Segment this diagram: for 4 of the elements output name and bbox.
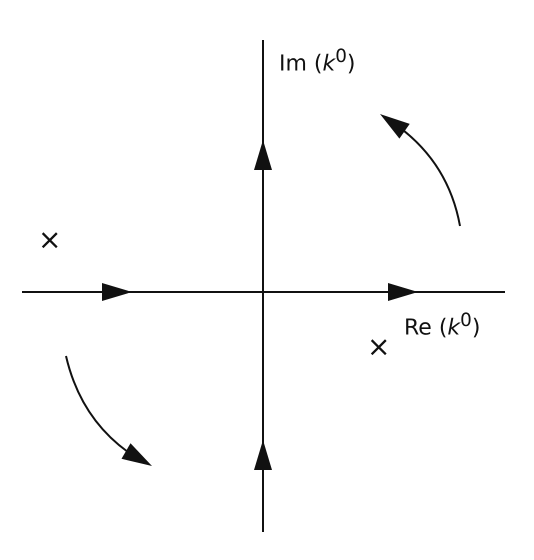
pole-mark: × [38,226,62,254]
axis-label: Re (k$^{0}$) [404,312,480,340]
axis-label: Im (k$^{0}$) [279,48,356,76]
pole-mark: × [367,333,390,361]
